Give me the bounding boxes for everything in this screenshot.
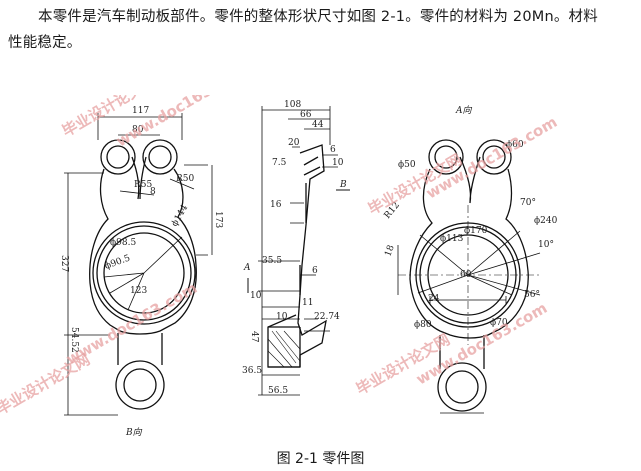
dim-117: 117	[132, 106, 149, 116]
b-arrow-label: B	[339, 180, 347, 190]
dim-r50: R50	[176, 174, 195, 184]
paragraph-line-2: 性能稳定。	[8, 35, 82, 51]
dim-r55: R55	[134, 180, 153, 190]
dim-10deg: 10°	[538, 240, 554, 250]
dim-327: 327	[59, 255, 69, 272]
dim-47: 47	[249, 331, 259, 343]
intro-paragraph: 本零件是汽车制动板部件。零件的整体形状尺寸如图 2-1。零件的材料为 20Mn。…	[8, 4, 633, 56]
dim-phi98-5: ϕ98.5	[110, 238, 136, 248]
dim-108: 108	[284, 100, 301, 110]
a-arrow-label: A	[243, 263, 251, 273]
dim-phi240: ϕ240	[534, 216, 558, 226]
dim-123: 123	[130, 286, 147, 296]
b-view-label: B向	[125, 427, 143, 438]
dim-18: 18	[383, 244, 396, 258]
a-view-label: A向	[455, 105, 472, 116]
dim-phi50: ϕ50	[398, 160, 416, 170]
dim-phi80: ϕ80	[414, 320, 432, 330]
dim-phi144: ϕ144	[170, 203, 190, 228]
dim-54-52: 54.52	[69, 327, 79, 353]
paragraph-line-1: 本零件是汽车制动板部件。零件的整体形状尺寸如图 2-1。零件的材料为 20Mn。…	[38, 9, 598, 25]
dim-6a: 6	[330, 145, 336, 155]
dim-16: 16	[270, 200, 282, 210]
dim-173: 173	[213, 211, 223, 228]
dim-8: 8	[150, 187, 156, 197]
dim-10c: 10	[276, 312, 288, 322]
front-view	[64, 113, 213, 416]
dim-phi60: ϕ60	[506, 140, 524, 150]
side-view-labels: 108 66 44 20 6 10 7.5 B 16 35.5 6 A 10 1…	[242, 100, 347, 396]
dim-70deg: 70°	[520, 198, 536, 208]
dim-22-74: 22.74	[314, 312, 340, 322]
dim-36-5: 36.5	[242, 366, 262, 376]
dim-80: 80	[132, 125, 144, 135]
front-view-labels: 117 80 R55 R50 ϕ144 173 327 ϕ98.5 ϕ90.5 …	[59, 106, 223, 438]
watermark-brand: 毕业设计论文网	[0, 350, 93, 418]
dim-phi70: ϕ70	[490, 318, 508, 328]
dim-11: 11	[302, 298, 313, 308]
dim-10a: 10	[332, 158, 344, 168]
part-drawing: 117 80 R55 R50 ϕ144 173 327 ϕ98.5 ϕ90.5 …	[0, 95, 560, 438]
dim-60: 60	[460, 270, 472, 280]
a-direction-view	[397, 139, 541, 414]
dim-7-5: 7.5	[272, 158, 287, 168]
dim-44: 44	[312, 120, 324, 130]
dim-20: 20	[288, 138, 300, 148]
dim-10b: 10	[250, 291, 262, 301]
dim-35-5: 35.5	[262, 256, 282, 266]
dim-phi113: ϕ113	[440, 234, 464, 244]
dim-56deg: 56°	[524, 290, 540, 300]
dim-6b: 6	[312, 266, 318, 276]
dim-24: 24	[428, 294, 440, 304]
dim-phi170: ϕ170	[464, 226, 488, 236]
side-view	[247, 106, 350, 396]
dim-56-5: 56.5	[268, 386, 288, 396]
figure-caption: 图 2-1 零件图	[276, 451, 365, 467]
dim-66: 66	[300, 110, 312, 120]
